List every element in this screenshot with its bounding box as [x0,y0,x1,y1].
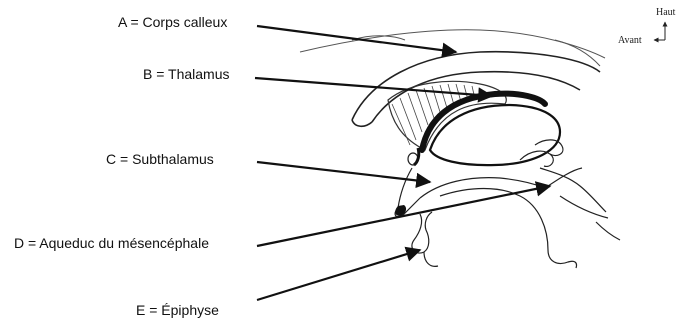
orientation-indicator [654,22,665,40]
label-e-epiphyse: E = Épiphyse [136,302,219,318]
label-c-subthalamus: C = Subthalamus [106,151,214,167]
arrow-c [257,162,430,182]
orientation-forward-label: Avant [618,35,642,46]
arrow-e [257,250,420,300]
arrow-a [257,26,456,52]
label-a-corps-calleux: A = Corps calleux [118,14,227,30]
orientation-up-label: Haut [656,7,675,18]
arrow-d [257,186,550,246]
label-b-thalamus: B = Thalamus [143,66,230,82]
cortex-outline [300,30,605,66]
label-d-aqueduc: D = Aqueduc du mésencéphale [14,235,209,251]
ventricle-floor [395,140,620,268]
